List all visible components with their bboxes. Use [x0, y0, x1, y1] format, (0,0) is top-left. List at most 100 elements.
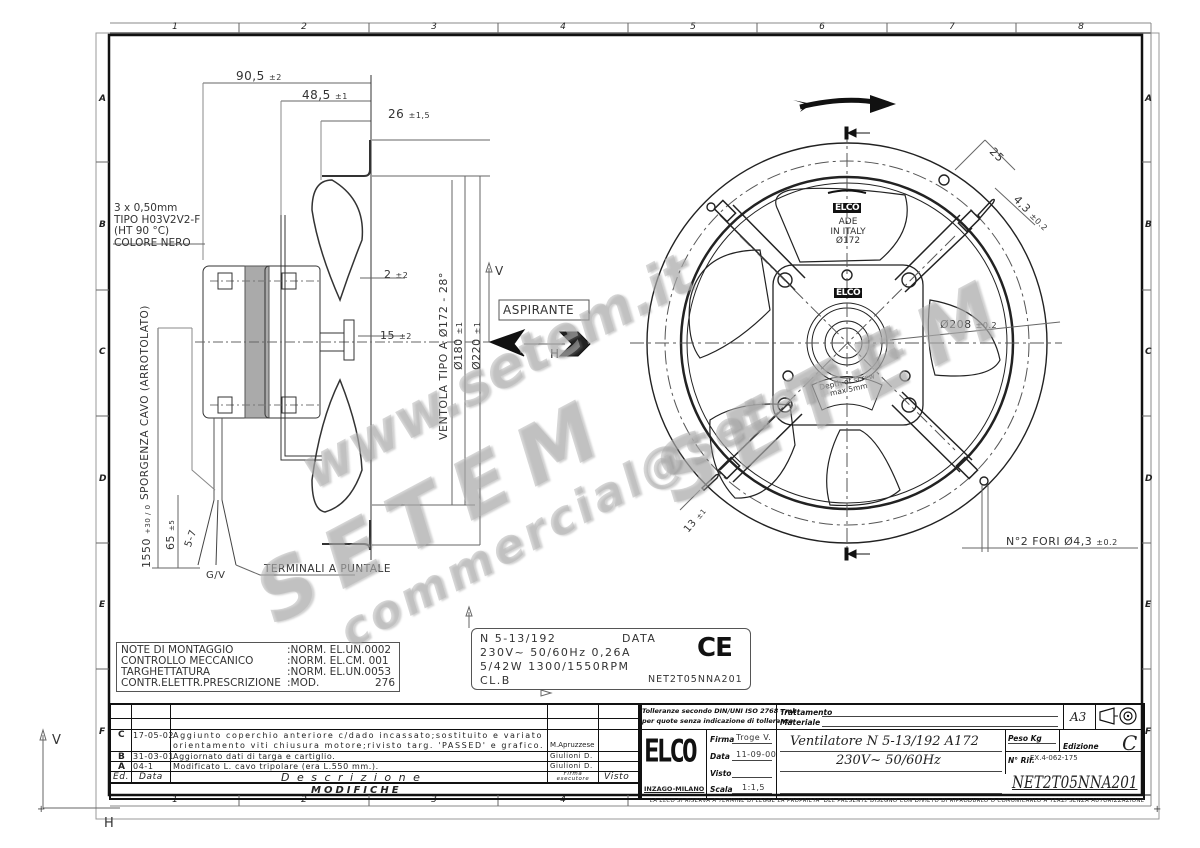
zone-row-c-right: C [1145, 347, 1152, 357]
note-value: :NORM. EL.UN.0053 [287, 666, 392, 678]
copyright-note: LA ELCO SI RISERVA A TERMINE DI LEGGE LA… [650, 798, 1145, 804]
elco-logo-fan: ELCO [833, 203, 862, 213]
aspirante-label: ASPIRANTE [503, 303, 575, 317]
title-block: Tolleranze secondo DIN/UNI ISO 2768 - mk… [638, 703, 1145, 800]
note-label: CONTROLLO MECCANICO [121, 655, 254, 667]
visa-label: Visto [710, 769, 732, 778]
note-value: 276 [375, 677, 396, 689]
zone-row-f: F [99, 727, 106, 737]
date-label: Data [710, 752, 730, 761]
zone-col-2: 2 [301, 22, 307, 32]
assembly-notes: NOTE DI MONTAGGIO CONTROLLO MECCANICO TA… [116, 642, 400, 692]
ref-value: EX.4-062-175 [1030, 754, 1078, 762]
edition-label: Edizione [1063, 742, 1099, 751]
ground-label: G/V [206, 570, 226, 581]
zone-col-6: 6 [819, 22, 825, 32]
zone-row-e: E [99, 600, 106, 610]
weight-label: Peso Kg [1008, 734, 1042, 743]
zone-row-a: A [99, 94, 106, 104]
header-signer: Firma esecutore [556, 771, 590, 782]
date-value: 11-09-00 [736, 750, 777, 759]
header-ed: Ed. [113, 772, 130, 782]
origin-h-label: H [104, 816, 115, 831]
mod-ed: C [118, 730, 126, 740]
mod-ed: B [118, 752, 126, 762]
terminals-label: TERMINALI A PUNTALE [264, 563, 391, 575]
zone-col-3: 3 [431, 22, 437, 32]
note-label: CONTR.ELETTR.PRESCRIZIONE [121, 677, 281, 689]
mod-signer: Giulioni D. [550, 762, 593, 770]
plate-power-speed: 5/42W 1300/1550RPM [480, 660, 630, 673]
mod-desc: orientamento viti chiusura motore;rivist… [173, 741, 545, 750]
signature-label: Firma [710, 735, 735, 744]
signature-value: Troge V. [736, 733, 772, 742]
zone-col-4: 4 [560, 22, 566, 32]
svg-text:+: + [1153, 804, 1161, 815]
zone-row-d: D [99, 474, 107, 484]
zone-row-d-right: D [1145, 474, 1153, 484]
dim-strip-length: 65 ±5 [164, 519, 177, 550]
treatment-label: Trattamento [780, 708, 833, 717]
header-date: Data [139, 772, 163, 782]
origin-v-label: V [52, 733, 62, 748]
mod-date: 04-1 [133, 762, 154, 771]
zone-col-1: 1 [172, 22, 178, 32]
plate-data-label: DATA [622, 632, 657, 645]
cable-spec: 3 x 0,50mm TIPO H03V2V2-F (HT 90 °C) COL… [114, 202, 201, 249]
scale-label: Scala [710, 785, 733, 794]
mod-date: 31-03-01 [133, 752, 175, 761]
zone-col-7: 7 [949, 22, 955, 32]
mod-signer: M.Apruzzese [550, 741, 595, 749]
plate-electrical: 230V~ 50/60Hz 0,26A [480, 646, 631, 659]
dim-flange-depth: 26 ±1,5 [388, 107, 431, 121]
zone-col-8: 8 [1078, 22, 1084, 32]
sheet-format: A3 [1070, 710, 1087, 724]
mod-date: 17-05-02 [133, 731, 175, 740]
zone-col-3-bottom: 3 [431, 795, 437, 805]
holes-note: N°2 FORI Ø4,3 ±0.2 [1006, 535, 1118, 548]
zone-col-2-bottom: 2 [301, 795, 307, 805]
note-label: TARGHETTATURA [121, 666, 211, 678]
mod-desc: Aggiornato dati di targa e cartiglio. [173, 752, 336, 761]
zone-row-c: C [99, 347, 106, 357]
svg-text:+: + [37, 804, 45, 815]
note-label: NOTE DI MONTAGGIO [121, 644, 234, 656]
mod-ed: A [118, 762, 126, 772]
edition-value: C [1122, 731, 1138, 755]
drawing-number: NET2T05NNA201 [1012, 773, 1138, 793]
zone-col-5: 5 [690, 22, 696, 32]
axis-h-label: H [550, 347, 560, 361]
header-description: D e s c r i z i o n e [281, 771, 422, 784]
elco-logo-motor: ELCO [834, 288, 863, 298]
note-value: :NORM. EL.CM. 001 [287, 655, 389, 667]
plate-code: NET2T05NNA201 [648, 674, 743, 685]
zone-col-4-bottom: 4 [560, 795, 566, 805]
modifications-table: C 17-05-02 Aggiunto coperchio anteriore … [109, 703, 642, 800]
ce-mark: CE [697, 633, 733, 663]
scale-value: 1:1,5 [742, 783, 766, 792]
header-visa: Visto [604, 772, 630, 782]
material-label: Materiale [780, 718, 821, 727]
note-value: :MOD. [287, 677, 320, 689]
company-location: INZAGO-MILANO [644, 785, 705, 793]
axis-v-label: V [495, 264, 504, 278]
mod-desc: Modificato L. cavo tripolare (era L.550 … [173, 762, 379, 771]
zone-col-1-bottom: 1 [172, 795, 178, 805]
plate-model: N 5-13/192 [480, 632, 557, 645]
dim-motor-depth: 48,5 ±1 [302, 88, 348, 102]
dim-hub-offset: 15 ±2 [380, 329, 412, 342]
note-value: :NORM. EL.UN.0002 [287, 644, 392, 656]
dim-cable-length: 1550 +30 / 0 [140, 504, 153, 568]
plate-class: CL.B [480, 674, 511, 687]
dim-overall-depth: 90,5 ±2 [236, 69, 282, 83]
mod-desc: Aggiunto coperchio anteriore c/dado inca… [173, 731, 544, 740]
cable-protrusion-label: SPORGENZA CAVO (ARROTOLATO) [139, 305, 151, 500]
modifications-title: MODIFICHE [311, 785, 402, 796]
projection-symbol-icon [1099, 707, 1137, 725]
fan-label: ADE IN ITALY Ø172 [830, 217, 866, 246]
rating-plate: N 5-13/192 DATA 230V~ 50/60Hz 0,26A 5/42… [471, 628, 751, 690]
ref-label: N° Rif. [1008, 756, 1035, 765]
drawing-title: Ventilatore N 5-13/192 A172 [790, 734, 979, 749]
elco-logo: ELCO [644, 734, 698, 770]
